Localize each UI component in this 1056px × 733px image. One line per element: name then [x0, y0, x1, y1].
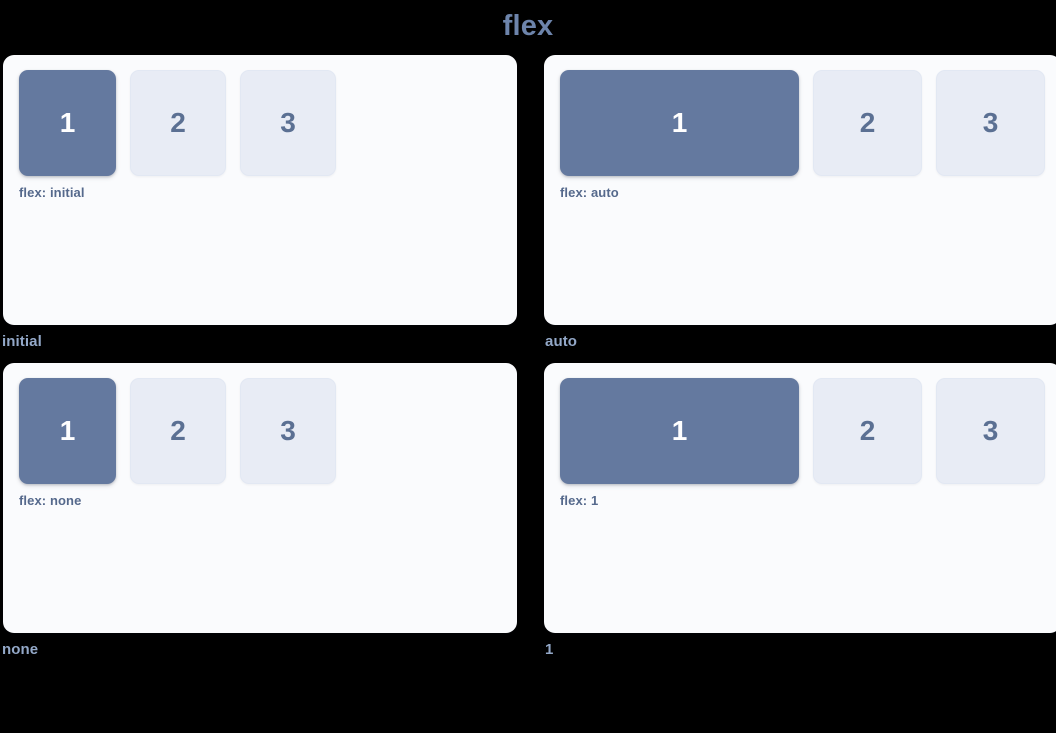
- flex-container-one: 1 2 3: [560, 378, 1045, 484]
- demo-caption-initial: initial: [2, 333, 42, 350]
- flex-item-1: 1: [19, 378, 116, 484]
- flex-container-auto: 1 2 3: [560, 70, 1045, 176]
- demo-panel-initial: 1 2 3 flex: initial: [3, 55, 517, 325]
- demo-caption-one: 1: [545, 641, 554, 658]
- demo-panel-auto: 1 2 3 flex: auto: [544, 55, 1056, 325]
- code-label-none: flex: none: [19, 493, 82, 508]
- flex-item-3: 3: [936, 378, 1045, 484]
- demo-row-top: 1 2 3 flex: initial initial 1 2 3 flex: …: [0, 55, 1056, 356]
- flex-container-none: 1 2 3: [19, 378, 501, 484]
- demo-panel-none: 1 2 3 flex: none: [3, 363, 517, 633]
- flex-item-2: 2: [130, 70, 226, 176]
- page-title: flex: [502, 10, 554, 42]
- demo-row-bottom: 1 2 3 flex: none none 1 2 3 flex: 1: [0, 363, 1056, 664]
- flex-item-3: 3: [936, 70, 1045, 176]
- flex-item-2: 2: [130, 378, 226, 484]
- demo-cell-none: 1 2 3 flex: none none: [0, 363, 523, 664]
- row-spacer: [0, 356, 1056, 363]
- flex-item-1: 1: [560, 378, 799, 484]
- demo-cell-one: 1 2 3 flex: 1 1: [523, 363, 1056, 664]
- flex-item-1: 1: [560, 70, 799, 176]
- code-label-one: flex: 1: [560, 493, 599, 508]
- flex-item-1: 1: [19, 70, 116, 176]
- flex-container-initial: 1 2 3: [19, 70, 501, 176]
- flex-item-2: 2: [813, 70, 922, 176]
- demo-cell-auto: 1 2 3 flex: auto auto: [523, 55, 1056, 356]
- demo-grid: 1 2 3 flex: initial initial 1 2 3 flex: …: [0, 55, 1056, 664]
- code-label-initial: flex: initial: [19, 185, 85, 200]
- flex-item-3: 3: [240, 378, 336, 484]
- code-label-auto: flex: auto: [560, 185, 619, 200]
- demo-panel-one: 1 2 3 flex: 1: [544, 363, 1056, 633]
- demo-caption-auto: auto: [545, 333, 578, 350]
- flex-item-2: 2: [813, 378, 922, 484]
- flex-item-3: 3: [240, 70, 336, 176]
- demo-caption-none: none: [2, 641, 39, 658]
- demo-cell-initial: 1 2 3 flex: initial initial: [0, 55, 523, 356]
